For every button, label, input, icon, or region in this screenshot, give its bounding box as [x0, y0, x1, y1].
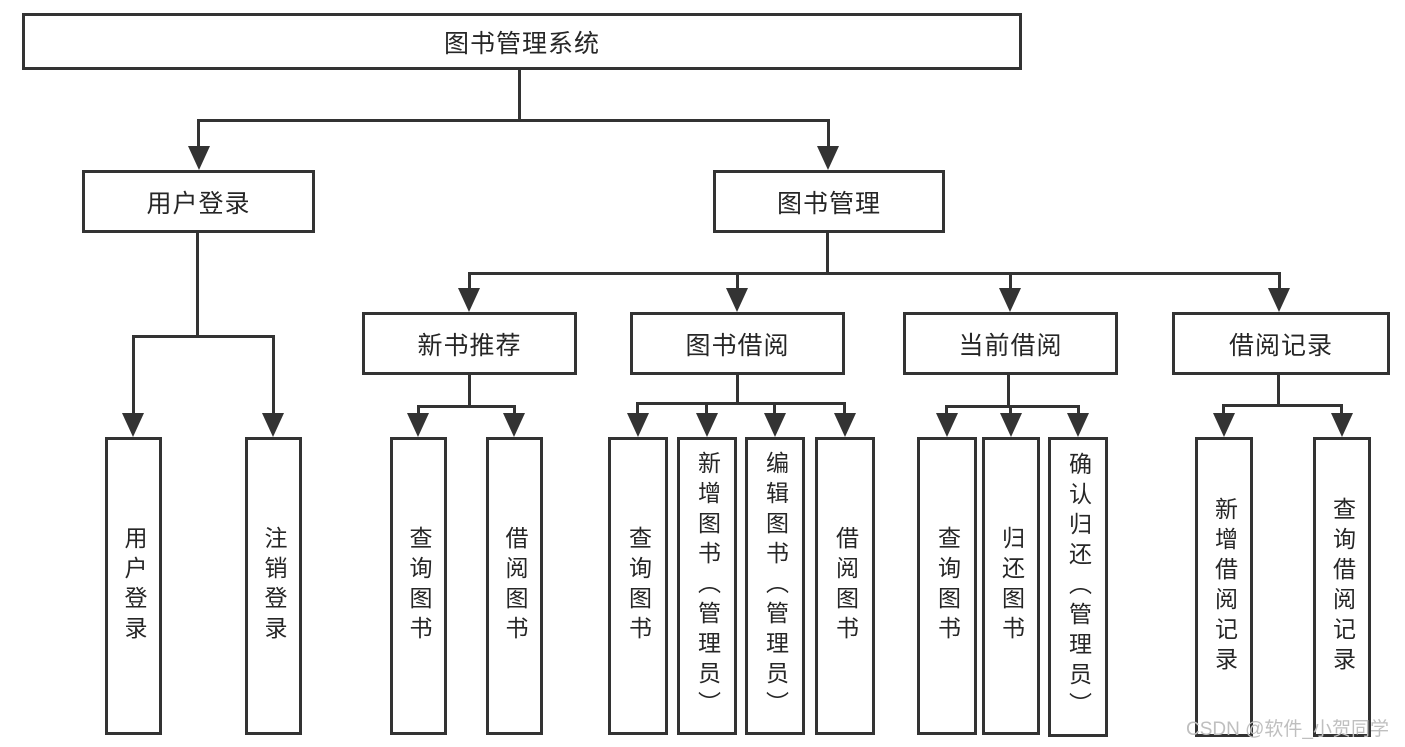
connector-line — [197, 119, 830, 122]
leaf-query-books: 查询图书 — [390, 437, 447, 735]
node-borrowing-records: 借阅记录 — [1172, 312, 1390, 375]
connector-line — [826, 233, 829, 272]
node-label: 图书管理 — [776, 189, 881, 218]
node-book-borrowing: 图书借阅 — [630, 312, 845, 375]
connector-line — [513, 405, 516, 417]
connector-line — [1077, 405, 1080, 417]
node-root-system: 图书管理系统 — [22, 13, 1022, 70]
connector-line — [1222, 404, 1343, 407]
arrow-down-icon — [1000, 413, 1022, 437]
connector-line — [843, 402, 846, 416]
leaf-label: 用户登录 — [121, 526, 147, 646]
leaf-label: 查询图书 — [934, 526, 961, 646]
node-user-login-module: 用户登录 — [82, 170, 315, 233]
connector-line — [945, 405, 948, 417]
node-label: 当前借阅 — [958, 331, 1063, 360]
arrow-down-icon — [503, 413, 525, 437]
leaf-label: 查询图书 — [406, 526, 432, 646]
connector-line — [196, 233, 199, 335]
leaf-user-login: 用户登录 — [105, 437, 162, 735]
leaf-borrow-books: 借阅图书 — [486, 437, 543, 735]
leaf-confirm-return-admin: 确认归还（管理员） — [1048, 437, 1108, 737]
arrow-down-icon — [817, 146, 839, 170]
leaf-label: 确认归还（管理员） — [1065, 452, 1092, 722]
connector-line — [468, 272, 471, 294]
connector-line — [705, 402, 708, 416]
arrow-down-icon — [936, 413, 958, 437]
connector-line — [1009, 272, 1012, 294]
arrow-down-icon — [726, 288, 748, 312]
leaf-edit-books-admin: 编辑图书（管理员） — [745, 437, 805, 735]
node-current-borrowing: 当前借阅 — [903, 312, 1118, 375]
connector-line — [132, 335, 275, 338]
arrow-down-icon — [764, 413, 786, 437]
connector-line — [132, 335, 135, 415]
arrow-down-icon — [262, 413, 284, 437]
connector-line — [1340, 404, 1343, 417]
arrow-down-icon — [1331, 413, 1353, 437]
arrow-down-icon — [1268, 288, 1290, 312]
arrow-down-icon — [407, 413, 429, 437]
arrow-down-icon — [188, 146, 210, 170]
leaf-logout: 注销登录 — [245, 437, 302, 735]
connector-line — [945, 405, 1080, 408]
connector-line — [518, 70, 521, 119]
connector-line — [1007, 375, 1010, 405]
arrow-down-icon — [122, 413, 144, 437]
node-root-label: 图书管理系统 — [443, 29, 600, 58]
node-book-management-module: 图书管理 — [713, 170, 945, 233]
connector-line — [636, 402, 846, 405]
connector-line — [468, 272, 1281, 275]
leaf-query-books: 查询图书 — [917, 437, 977, 735]
connector-line — [736, 375, 739, 402]
connector-line — [417, 405, 516, 408]
connector-line — [1277, 375, 1280, 404]
arrow-down-icon — [1067, 413, 1089, 437]
csdn-watermark: CSDN @软件_小贺同学 — [1186, 719, 1389, 740]
connector-line — [272, 335, 275, 415]
arrow-down-icon — [458, 288, 480, 312]
connector-line — [1009, 405, 1012, 417]
arrow-down-icon — [627, 413, 649, 437]
leaf-label: 查询借阅记录 — [1329, 497, 1356, 677]
node-label: 用户登录 — [146, 189, 251, 218]
leaf-add-books-admin: 新增图书（管理员） — [677, 437, 737, 735]
leaf-label: 借阅图书 — [832, 526, 859, 646]
leaf-query-books: 查询图书 — [608, 437, 668, 735]
connector-line — [417, 405, 420, 417]
node-label: 图书借阅 — [685, 331, 790, 360]
connector-line — [1222, 404, 1225, 417]
leaf-label: 新增借阅记录 — [1211, 497, 1238, 677]
leaf-return-books: 归还图书 — [982, 437, 1040, 735]
leaf-borrow-books: 借阅图书 — [815, 437, 875, 735]
node-new-book-recommend: 新书推荐 — [362, 312, 577, 375]
node-label: 借阅记录 — [1228, 331, 1333, 360]
connector-line — [468, 375, 471, 405]
connector-line — [1278, 272, 1281, 294]
arrow-down-icon — [696, 413, 718, 437]
leaf-add-borrow-record: 新增借阅记录 — [1195, 437, 1253, 737]
leaf-label: 归还图书 — [998, 526, 1025, 646]
connector-line — [736, 272, 739, 294]
leaf-label: 借阅图书 — [502, 526, 528, 646]
node-label: 新书推荐 — [417, 331, 522, 360]
leaf-label: 新增图书（管理员） — [694, 451, 721, 721]
arrow-down-icon — [1213, 413, 1235, 437]
leaf-label: 编辑图书（管理员） — [762, 451, 789, 721]
leaf-label: 查询图书 — [625, 526, 652, 646]
leaf-query-borrow-record: 查询借阅记录 — [1313, 437, 1371, 737]
connector-line — [197, 119, 200, 152]
leaf-label: 注销登录 — [261, 526, 287, 646]
connector-line — [773, 402, 776, 416]
connector-line — [636, 402, 639, 416]
connector-line — [827, 119, 830, 152]
arrow-down-icon — [999, 288, 1021, 312]
arrow-down-icon — [834, 413, 856, 437]
